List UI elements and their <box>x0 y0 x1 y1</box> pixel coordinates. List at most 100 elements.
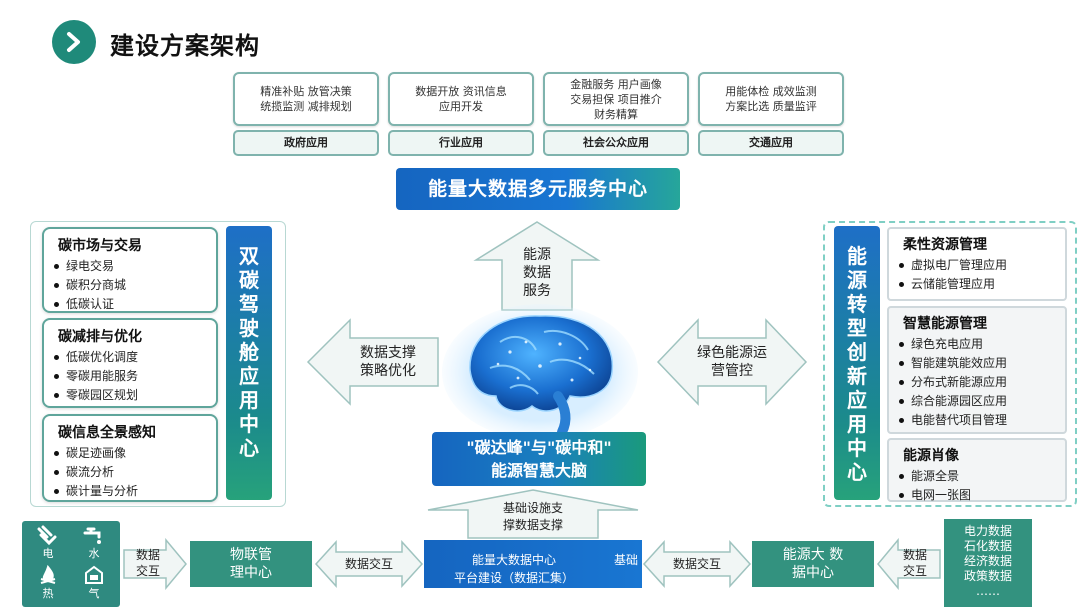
app-name: 政府应用 <box>233 130 379 156</box>
app-desc-line: 财务精算 <box>594 107 638 121</box>
energy-transition-vertical-label: 能源转型创新应用中心 <box>834 226 880 500</box>
app-desc-line: 交易担保 项目推介 <box>570 92 662 106</box>
app-name: 行业应用 <box>388 130 534 156</box>
exchange-arrow-left: 数据交互 <box>122 538 188 590</box>
app-description: 金融服务 用户画像 交易担保 项目推介 财务精算 <box>543 72 689 126</box>
energy-brain-title: "碳达峰"与"碳中和" 能源智慧大脑 <box>432 432 646 486</box>
heat-sensor: 热 <box>26 565 70 601</box>
page-title: 建设方案架构 <box>110 32 260 60</box>
list-item: 碳计量与分析 <box>44 482 216 501</box>
water-sensor: 水 <box>72 525 116 561</box>
iot-management-center: 物联管理中心 <box>190 541 312 587</box>
list-item: 零碳用能服务 <box>44 367 216 386</box>
app-desc-line: 金融服务 用户画像 <box>570 77 662 91</box>
exchange-double-arrow-left: 数据交互 <box>314 540 424 588</box>
list-item: 分布式新能源应用 <box>889 373 1065 392</box>
chevron-right-icon <box>67 32 80 52</box>
list-item: 智能建筑能效应用 <box>889 354 1065 373</box>
app-card-public: 金融服务 用户画像 交易担保 项目推介 财务精算 社会公众应用 <box>543 72 689 156</box>
list-item: 电能替代项目管理 <box>889 411 1065 430</box>
list-item: 碳流分析 <box>44 463 216 482</box>
carbon-perception-box: 碳信息全景感知 碳足迹画像 碳流分析 碳计量与分析 <box>42 414 218 502</box>
app-description: 用能体检 成效监测 方案比选 质量监评 <box>698 72 844 126</box>
carbon-market-box: 碳市场与交易 绿电交易 碳积分商城 低碳认证 <box>42 227 218 313</box>
app-desc-line: 数据开放 资讯信息 <box>415 85 507 98</box>
list-item: 零碳园区规划 <box>44 386 216 405</box>
list-item: 能源全景 <box>889 467 1065 486</box>
sensor-label: 气 <box>88 587 100 600</box>
bottom-up-arrow: 基础设施支撑数据支撑 <box>424 488 642 540</box>
app-name: 交通应用 <box>698 130 844 156</box>
data-sources-panel: 电力数据 石化数据 经济数据 政策数据 …… <box>944 519 1032 607</box>
box-title: 碳减排与优化 <box>58 329 142 345</box>
arrow-label-exchange: 数据交互 <box>672 557 721 571</box>
electricity-sensor: 电 <box>26 525 70 561</box>
app-desc-line: 方案比选 质量监评 <box>725 100 817 113</box>
arrow-label-green-energy: 绿色能源运营管控 <box>697 345 767 379</box>
data-source-item: 石化数据 <box>963 539 1012 553</box>
sensor-panel: 电 水 热 气 <box>22 521 120 607</box>
list-item: 绿电交易 <box>44 257 216 276</box>
app-description: 精准补贴 放管决策 统揽监测 减排规划 <box>233 72 379 126</box>
arrow-label-exchange: 数据交互 <box>135 548 160 578</box>
gas-sensor: 气 <box>72 565 116 601</box>
list-item: 云储能管理应用 <box>889 275 1065 294</box>
box-title: 碳市场与交易 <box>58 238 142 254</box>
box-title: 柔性资源管理 <box>903 237 987 253</box>
exchange-arrow-right: 数据交互 <box>876 538 942 590</box>
dual-carbon-vertical-label: 双碳驾驶舱应用中心 <box>226 226 272 500</box>
right-double-arrow: 绿色能源运营管控 <box>656 316 808 408</box>
arrow-label-infrastructure: 基础设施支撑数据支撑 <box>502 501 563 532</box>
sensor-label: 热 <box>42 587 54 600</box>
app-card-transport: 用能体检 成效监测 方案比选 质量监评 交通应用 <box>698 72 844 156</box>
gas-meter-icon <box>85 565 103 584</box>
app-description: 数据开放 资讯信息 应用开发 <box>388 72 534 126</box>
list-item: 绿色充电应用 <box>889 335 1065 354</box>
app-card-government: 精准补贴 放管决策 统揽监测 减排规划 政府应用 <box>233 72 379 156</box>
electric-plug-icon <box>37 525 57 545</box>
platform-tag: 基础 <box>614 553 639 567</box>
flexible-resource-box: 柔性资源管理 虚拟电厂管理应用 云储能管理应用 <box>887 227 1067 301</box>
title-badge <box>52 20 96 64</box>
water-tap-icon <box>83 527 101 544</box>
list-item: 电网一张图 <box>889 486 1065 505</box>
left-arrow: 数据支撑策略优化 <box>306 318 440 406</box>
arrow-label-exchange: 数据交互 <box>344 557 393 571</box>
list-item: 低碳优化调度 <box>44 348 216 367</box>
data-source-item: 经济数据 <box>963 554 1012 568</box>
box-title: 智慧能源管理 <box>903 316 987 332</box>
data-source-item: 电力数据 <box>963 524 1012 538</box>
list-item: 虚拟电厂管理应用 <box>889 256 1065 275</box>
big-data-platform: 能量大数据中心 基础 平台建设（数据汇集） <box>424 540 642 588</box>
app-desc-line: 精准补贴 放管决策 <box>260 85 352 98</box>
sensor-label: 水 <box>88 547 100 560</box>
platform-line1: 能量大数据中心 <box>472 553 557 567</box>
platform-line2: 平台建设（数据汇集） <box>454 571 575 585</box>
brain-title-line1: "碳达峰"与"碳中和" <box>466 438 612 457</box>
data-source-item: …… <box>976 584 1000 598</box>
list-item: 碳积分商城 <box>44 276 216 295</box>
list-item: 碳足迹画像 <box>44 444 216 463</box>
carbon-reduction-box: 碳减排与优化 低碳优化调度 零碳用能服务 零碳园区规划 <box>42 318 218 408</box>
box-title: 碳信息全景感知 <box>58 425 156 441</box>
vertical-text: 双碳驾驶舱应用中心 <box>239 244 259 460</box>
app-desc-line: 应用开发 <box>439 100 483 113</box>
arrow-label-energy-service: 能源数据服务 <box>523 247 551 299</box>
app-desc-line: 统揽监测 减排规划 <box>260 100 352 113</box>
app-card-industry: 数据开放 资讯信息 应用开发 行业应用 <box>388 72 534 156</box>
exchange-double-arrow-right: 数据交互 <box>642 540 752 588</box>
sensor-label: 电 <box>42 547 54 560</box>
data-source-item: 政策数据 <box>963 569 1012 583</box>
up-arrow: 能源数据服务 <box>472 220 602 312</box>
flame-icon <box>40 565 56 584</box>
smart-energy-box: 智慧能源管理 绿色充电应用 智能建筑能效应用 分布式新能源应用 综合能源园区应用… <box>887 306 1067 434</box>
arrow-label-exchange: 数据交互 <box>902 548 927 578</box>
app-desc-line: 用能体检 成效监测 <box>725 85 817 98</box>
app-name: 社会公众应用 <box>543 130 689 156</box>
service-center-banner: 能量大数据多元服务中心 <box>396 168 680 210</box>
list-item: 综合能源园区应用 <box>889 392 1065 411</box>
vertical-text: 能源转型创新应用中心 <box>847 244 867 484</box>
brain-image <box>440 292 640 442</box>
box-title: 能源肖像 <box>903 448 959 464</box>
brain-title-line2: 能源智慧大脑 <box>490 461 587 480</box>
